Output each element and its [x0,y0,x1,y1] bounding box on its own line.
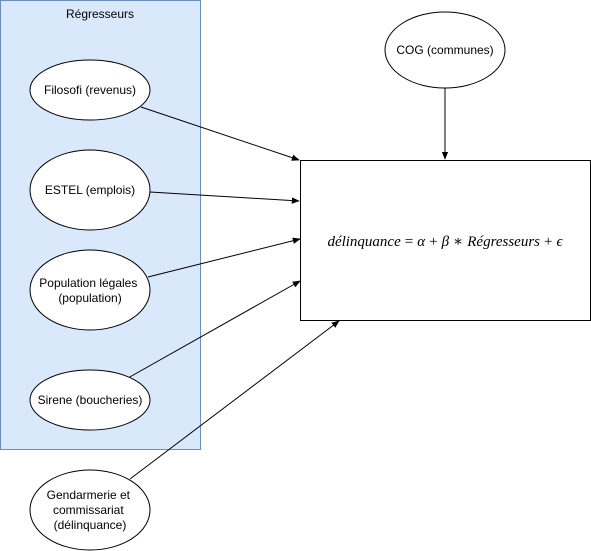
equation-epsilon: ϵ [557,234,564,250]
edge-population-to-model[interactable] [147,237,301,278]
node-cog-label: COG (communes) [396,43,493,57]
edge-filosofi-to-model[interactable] [140,106,300,161]
equation-times: ∗ [453,234,463,250]
equation-lhs: délinquance [327,234,401,250]
node-filosofi-label: Filosofi (revenus) [44,83,136,97]
equation-plus-1: + [429,234,437,250]
equation-regressors: Régresseurs [466,234,540,250]
edge-gendarmerie-to-model[interactable] [129,320,340,480]
node-sirene[interactable]: Sirene (boucheries) [29,369,151,431]
edge-estel-to-model[interactable] [149,191,300,204]
node-filosofi[interactable]: Filosofi (revenus) [29,59,151,121]
equation-beta: β [441,234,450,250]
model-equation: délinquance=α+β∗Régresseurs+ϵ [327,234,563,250]
equation-plus-2: + [544,234,552,250]
edge-sirene-to-model[interactable] [127,280,301,379]
equation-alpha: α [417,234,426,250]
node-estel[interactable]: ESTEL (emplois) [29,149,151,231]
node-estel-label: ESTEL (emplois) [45,183,135,197]
node-cog[interactable]: COG (communes) [384,11,506,89]
equation-equals: = [405,234,413,250]
regressors-group-title: Régresseurs [66,7,134,21]
node-gendarmerie[interactable]: Gendarmerie et commissariat (délinquance… [29,469,151,551]
node-population-label: Population légales (population) [39,276,140,305]
node-population[interactable]: Population légales (population) [29,249,151,331]
node-sirene-label: Sirene (boucheries) [38,393,143,407]
node-gendarmerie-label: Gendarmerie et commissariat (délinquance… [47,488,134,532]
